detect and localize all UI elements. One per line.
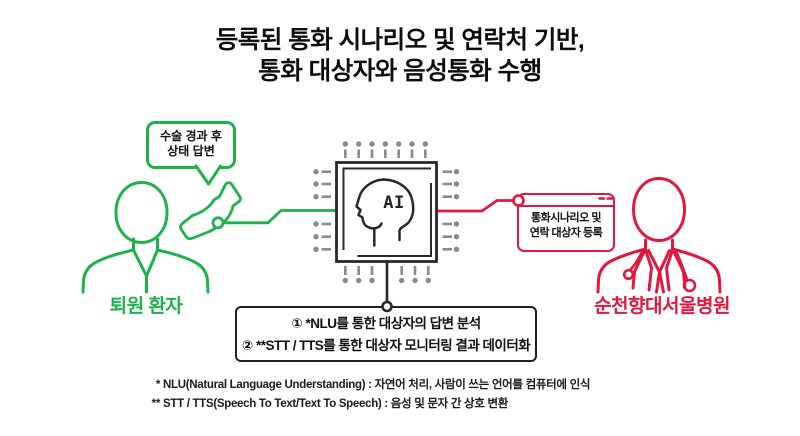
speech-bubble <box>146 121 236 169</box>
speech-bubble-text: 수술 경과 후 상태 답변 <box>146 129 236 159</box>
phone-handset-icon <box>179 181 242 241</box>
page-title-line1: 등록된 통화 시나리오 및 연락처 기반, <box>215 27 585 54</box>
process-line-1: ① *NLU를 통한 대상자의 답변 분석 <box>291 316 481 331</box>
process-box-text: ① *NLU를 통한 대상자의 답변 분석 ② **STT / TTS를 통한 … <box>235 313 537 357</box>
page-title: 등록된 통화 시나리오 및 연락처 기반, 통화 대상자와 음성통화 수행 <box>0 26 800 87</box>
connector-chip-to-window <box>434 199 519 213</box>
page-title-line2: 통화 대상자와 음성통화 수행 <box>258 57 542 85</box>
footnote-2-marker: ** <box>151 397 161 410</box>
speech-bubble-line2: 상태 답변 <box>167 144 215 158</box>
footnote-2-text: STT / TTS(Speech To Text/Text To Speech)… <box>163 397 509 410</box>
doctor-figure-icon <box>596 177 722 294</box>
footnote-2: ** STT / TTS(Speech To Text/Text To Spee… <box>134 395 694 414</box>
footnotes: * NLU(Natural Language Understanding) : … <box>134 376 694 413</box>
process-line-2: ② **STT / TTS를 통한 대상자 모니터링 결과 데이터화 <box>241 338 531 353</box>
footnote-1: * NLU(Natural Language Understanding) : … <box>134 376 694 395</box>
browser-window <box>517 193 615 252</box>
footnote-1-marker: * <box>155 379 160 391</box>
footnote-1-text: NLU(Natural Language Understanding) : 자연… <box>163 379 591 391</box>
process-box <box>235 306 537 362</box>
patient-label: 퇴원 환자 <box>109 296 183 317</box>
hospital-label: 순천향대서울병원 <box>594 296 730 317</box>
patient-figure-icon <box>81 181 210 294</box>
connector-patient-to-chip <box>220 209 340 225</box>
browser-window-titlebar <box>519 195 613 207</box>
window-text-line1: 통화시나리오 및 <box>531 212 601 224</box>
speech-bubble-line1: 수술 경과 후 <box>160 129 222 143</box>
ai-chip-label: AI <box>383 193 405 213</box>
window-text-line2: 연락 대상자 등록 <box>529 226 603 239</box>
browser-window-text: 통화시나리오 및 연락 대상자 등록 <box>517 211 615 240</box>
